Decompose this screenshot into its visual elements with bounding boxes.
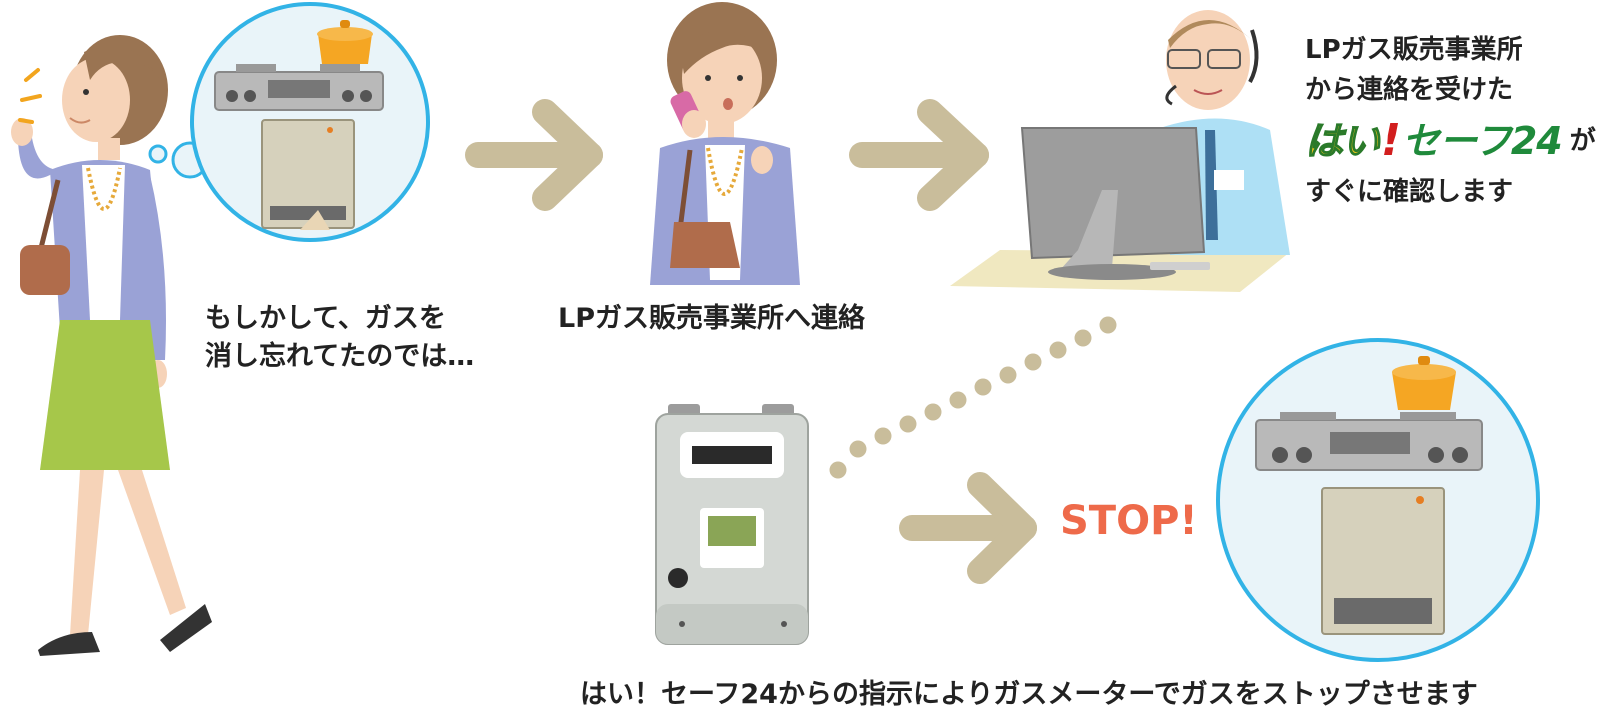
stop-label: STOP!	[1060, 498, 1198, 544]
worry-caption: もしかして、ガスを 消し忘れてたのでは…	[205, 300, 474, 376]
safe-kitchen-circle	[1216, 338, 1540, 662]
center-caption-line3: すぐに確認します	[1305, 177, 1514, 207]
contact-caption: LPガス販売事業所へ連絡	[558, 303, 865, 334]
arrow-to-phone	[465, 99, 603, 211]
hai-safe24-logo: はい!セーフ24	[1304, 115, 1563, 166]
center-caption: LPガス販売事業所 から連絡を受けた はい!セーフ24 が すぐに確認します	[1304, 30, 1596, 212]
pot-icon	[317, 20, 373, 64]
calling-woman-figure	[650, 2, 800, 285]
center-caption-line1: LPガス販売事業所	[1305, 35, 1523, 65]
center-caption-suffix: が	[1569, 126, 1596, 156]
logo-row: はい!セーフ24 が	[1304, 110, 1596, 172]
worry-caption-line1: もしかして、ガスを	[205, 303, 446, 334]
gas-meter-icon	[655, 404, 809, 645]
logo-part-exclamation: !	[1381, 115, 1401, 166]
logo-part-safe24: セーフ24	[1402, 119, 1563, 163]
logo-part-hai: はい	[1304, 119, 1381, 163]
operator-figure	[950, 10, 1290, 292]
worry-caption-line2: 消し忘れてたのでは…	[205, 341, 475, 372]
water-heater-icon	[261, 119, 355, 230]
signal-dots	[829, 316, 1117, 479]
worried-woman-figure	[11, 35, 212, 656]
center-caption-line2: から連絡を受けた	[1305, 75, 1514, 105]
arrow-to-stop	[899, 472, 1037, 584]
stove-icon	[214, 64, 384, 111]
instruction-caption: はい！セーフ24からの指示によりガスメーターでガスをストップさせます	[580, 679, 1478, 710]
arrow-to-operator	[849, 99, 989, 211]
